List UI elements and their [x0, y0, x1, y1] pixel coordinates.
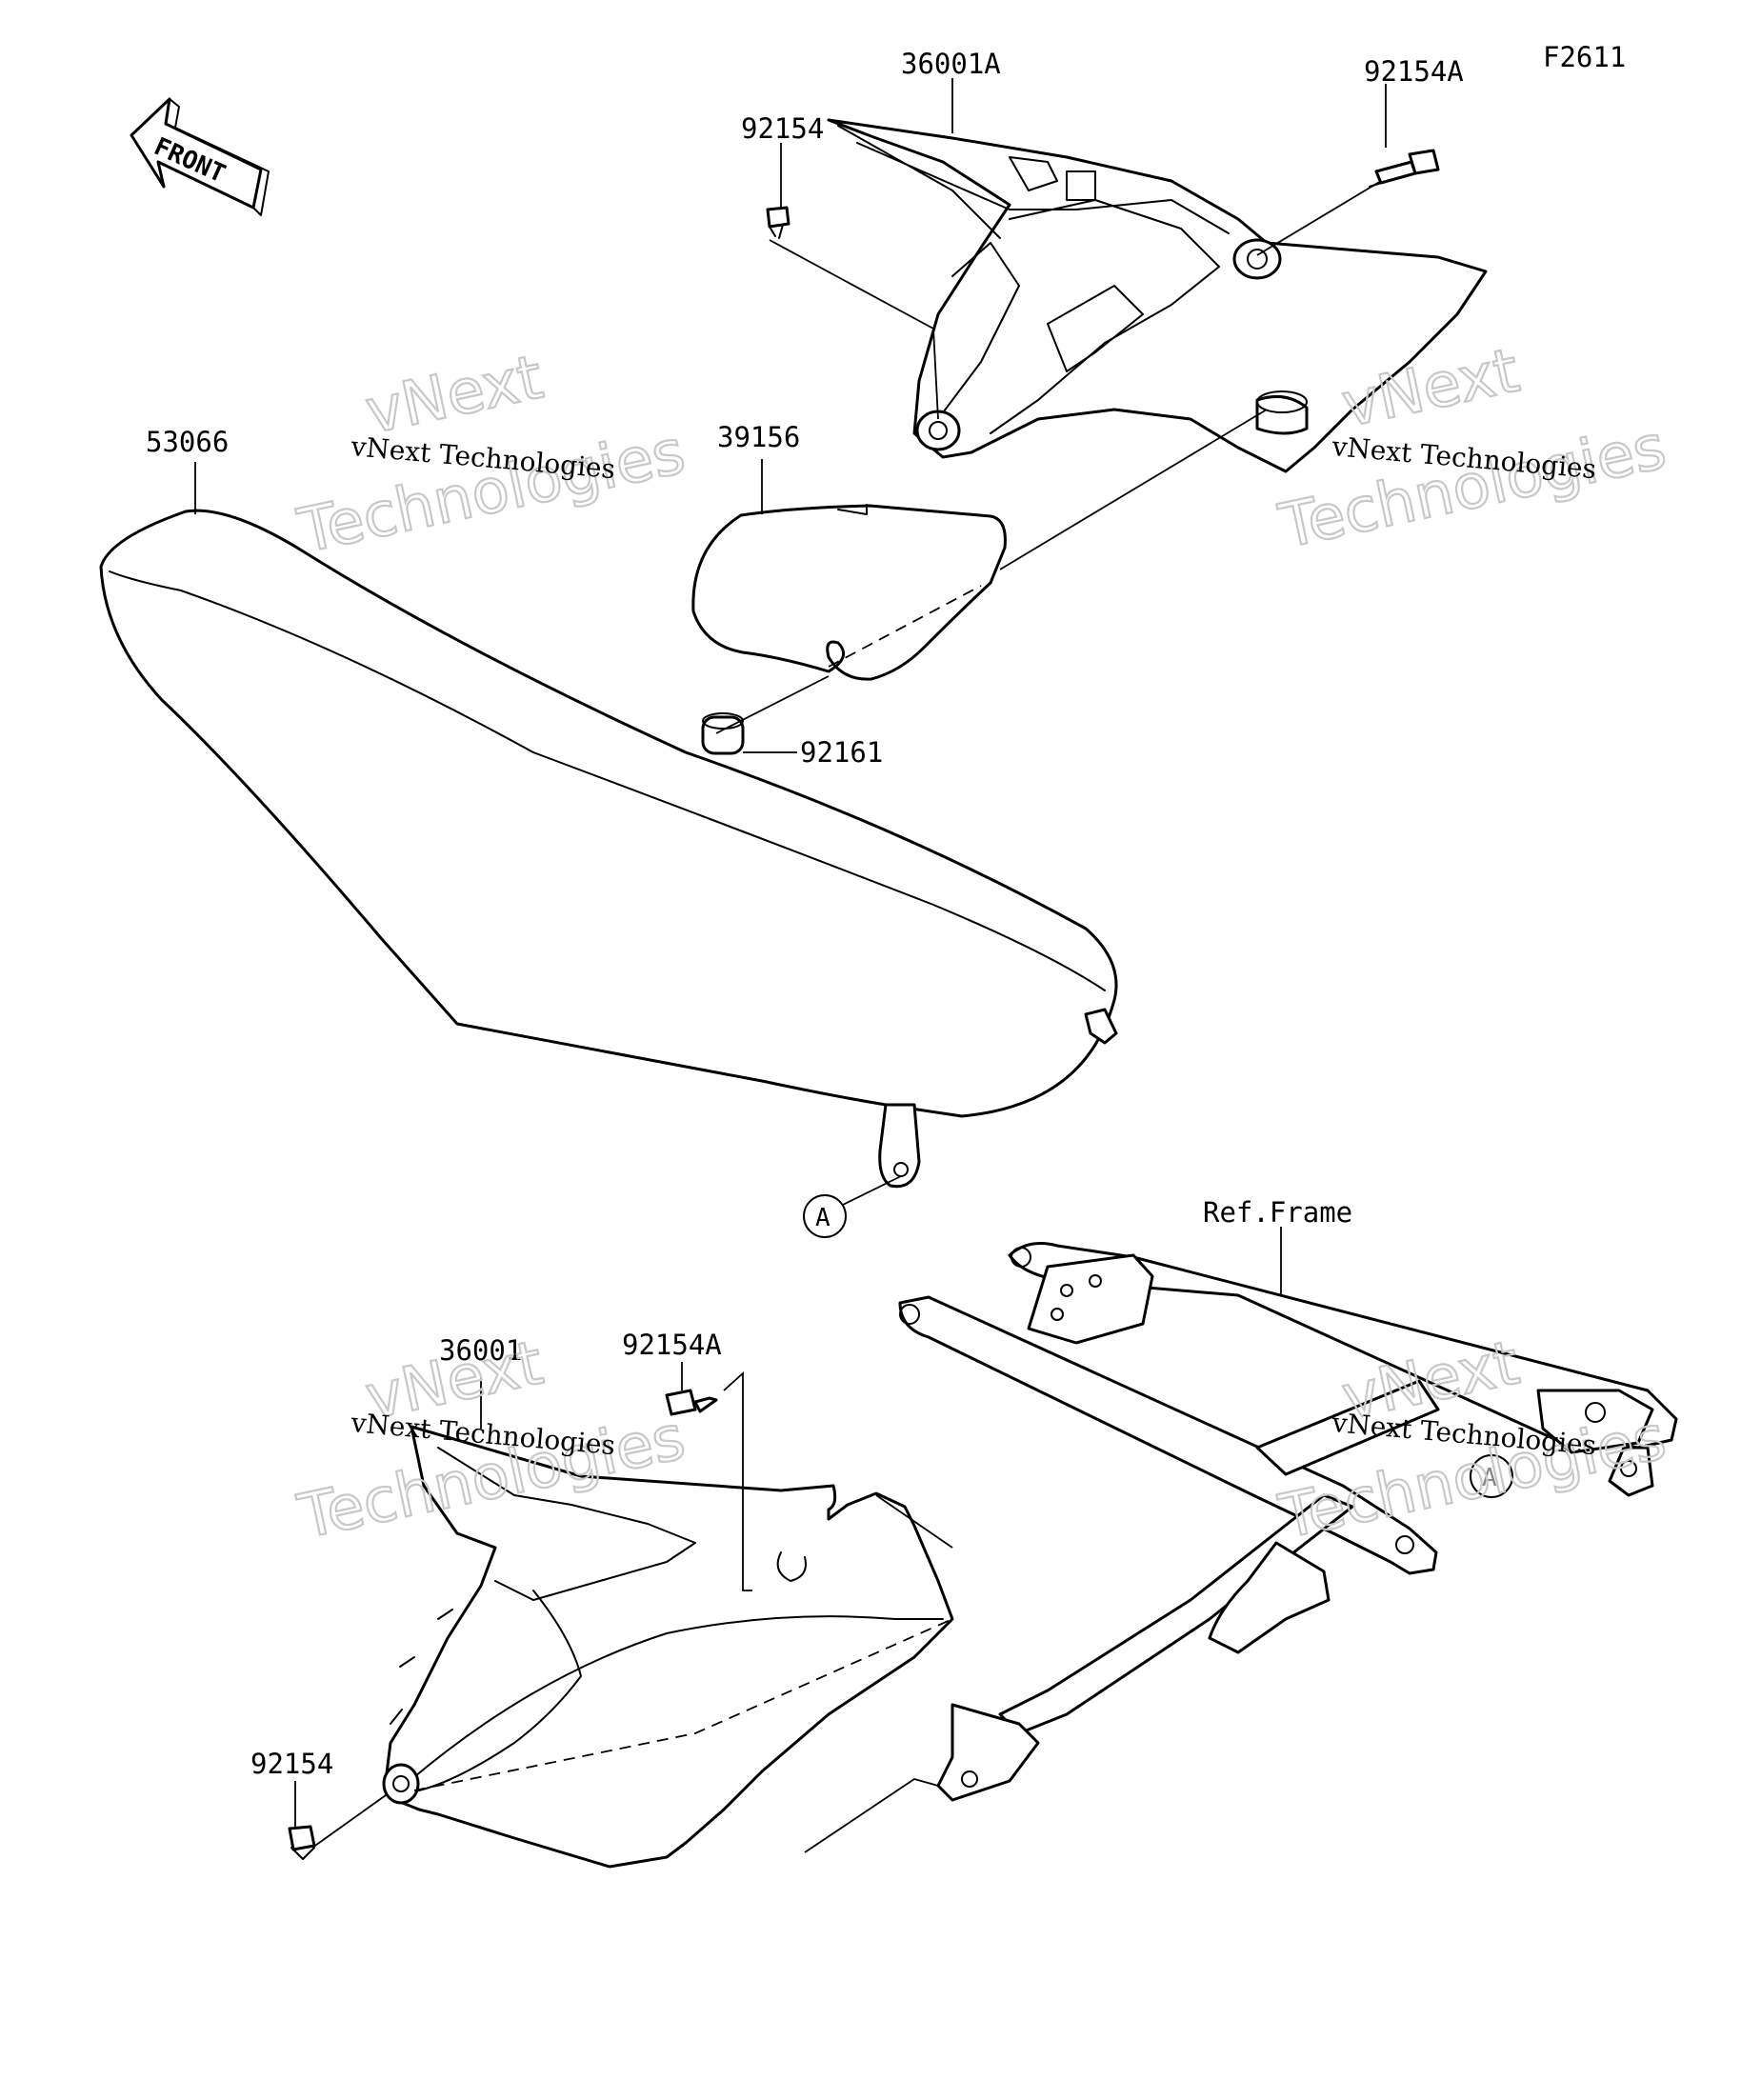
- screw-92154a-left-top: [665, 1389, 718, 1416]
- screw-92154a-right-top: [1369, 149, 1440, 188]
- watermark-1: vNext Technologies vNext Technologies: [291, 341, 692, 569]
- figure-id: F2611: [1543, 41, 1626, 73]
- label-92154a-left: 92154A: [622, 1329, 722, 1361]
- svg-text:A: A: [815, 1204, 830, 1232]
- label-ref-frame: Ref.Frame: [1203, 1196, 1352, 1229]
- label-92154-left: 92154: [250, 1748, 333, 1780]
- front-arrow-icon: FRONT: [130, 97, 270, 216]
- svg-text:A: A: [1482, 1464, 1497, 1492]
- svg-text:vNext: vNext: [360, 342, 549, 448]
- label-92154a-right: 92154A: [1364, 55, 1464, 88]
- cushion-92161: [701, 712, 745, 755]
- label-36001a: 36001A: [901, 48, 1001, 80]
- label-92161: 92161: [800, 736, 883, 769]
- screw-92154-left-bottom: [288, 1825, 316, 1860]
- side-cover-right: [827, 118, 1488, 473]
- label-53066: 53066: [146, 426, 229, 458]
- ref-circle-a-frame: A: [1470, 1454, 1513, 1498]
- damper-39156: [691, 504, 1007, 681]
- ref-circle-a-seat: A: [803, 1194, 847, 1238]
- watermark-4: vNext Technologies vNext Technologies: [1272, 1327, 1673, 1554]
- label-36001: 36001: [439, 1334, 522, 1367]
- label-92154-right: 92154: [741, 112, 824, 145]
- label-39156: 39156: [717, 421, 800, 453]
- ref-frame: [898, 1242, 1678, 1802]
- seat-53066: [99, 509, 1118, 1189]
- side-cover-left: [382, 1425, 954, 1869]
- screw-92154-right-left: [766, 206, 790, 239]
